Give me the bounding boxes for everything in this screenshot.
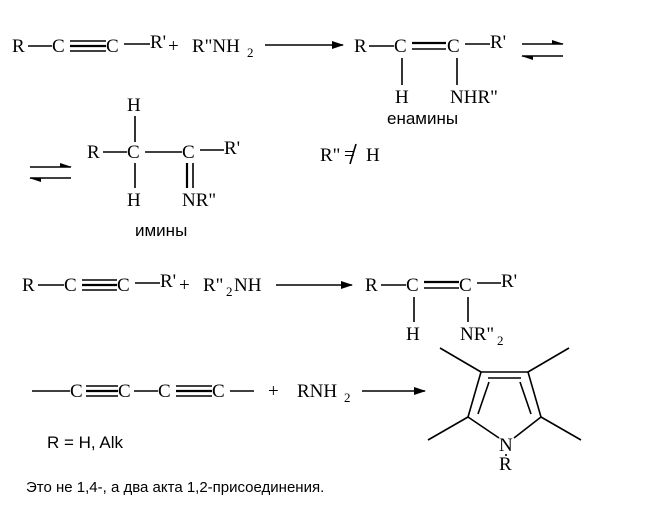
cond-not-equal: = <box>344 144 355 165</box>
r2-equilibrium-arrows <box>29 163 72 182</box>
imine-R-prime: R' <box>224 138 240 159</box>
r3-plus: + <box>179 275 190 296</box>
enamines-label: енамины <box>387 109 458 128</box>
footnote: Это не 1,4-, а два акта 1,2-присоединени… <box>26 479 324 496</box>
pyrrole-structure: N R <box>427 347 582 475</box>
r3-prod-H: H <box>406 324 420 345</box>
imine-N: NR" <box>182 190 216 211</box>
imine-H-top: H <box>127 95 141 116</box>
reaction-3-alkyne: R C C R' + R" 2 NH <box>22 271 262 299</box>
r1-amine-sub: 2 <box>247 45 254 60</box>
r4-amine: RNH <box>297 381 337 402</box>
r3-prod-N: NR" <box>460 324 494 345</box>
imine-C2: C <box>182 142 195 163</box>
r3-prod-N-sub: 2 <box>497 333 504 348</box>
r3-amine-a: R" <box>203 275 223 296</box>
r1-prod-C1: C <box>394 36 407 57</box>
cond-right: H <box>366 145 380 166</box>
imine-condition: R" = H <box>320 143 380 166</box>
r1-prod-N: NHR" <box>450 87 498 108</box>
r3-amine-sub: 2 <box>226 284 233 299</box>
reaction-1-alkyne: R C C R' + R"NH 2 <box>12 32 254 60</box>
r4-plus: + <box>268 381 279 402</box>
imine-R: R <box>87 142 100 163</box>
cond-left: R" <box>320 145 340 166</box>
r3-prod-R-prime: R' <box>501 271 517 292</box>
imines-label: имины <box>135 221 187 240</box>
r3-R-prime: R' <box>160 271 176 292</box>
r3-prod-R: R <box>365 275 378 296</box>
r1-prod-C2: C <box>447 36 460 57</box>
r3-prod-C1: C <box>406 275 419 296</box>
r1-C2: C <box>106 36 119 57</box>
pyrrole-R: R <box>499 454 512 475</box>
r1-equilibrium-arrows <box>521 40 564 60</box>
r1-plus: + <box>168 36 179 57</box>
r4-condition: R = H, Alk <box>47 433 124 452</box>
r3-R: R <box>22 275 35 296</box>
imine-structure: H R C C R' H NR" имины <box>87 95 240 240</box>
diyne-C1: C <box>70 381 83 402</box>
r1-R: R <box>12 36 25 57</box>
r1-prod-R: R <box>354 36 367 57</box>
diyne-C2: C <box>118 381 131 402</box>
pyrrole-N: N <box>499 435 513 456</box>
r1-amine: R"NH <box>192 36 240 57</box>
imine-H-bottom: H <box>127 190 141 211</box>
diyne-C3: C <box>158 381 171 402</box>
imine-C1: C <box>127 142 140 163</box>
r3-prod-C2: C <box>459 275 472 296</box>
diyne-C4: C <box>212 381 225 402</box>
reaction-1-enamine: R C C R' H NHR" енамины <box>354 32 506 128</box>
r3-C1: C <box>64 275 77 296</box>
r1-prod-R-prime: R' <box>490 32 506 53</box>
r1-prod-H: H <box>395 87 409 108</box>
r3-amine-b: NH <box>234 275 262 296</box>
r4-amine-sub: 2 <box>344 390 351 405</box>
r1-R-prime: R' <box>150 32 166 53</box>
r1-C1: C <box>52 36 65 57</box>
r3-C2: C <box>117 275 130 296</box>
diyne: C C C C <box>32 381 254 402</box>
reaction-3-enamine: R C C R' H NR" 2 <box>365 271 517 348</box>
